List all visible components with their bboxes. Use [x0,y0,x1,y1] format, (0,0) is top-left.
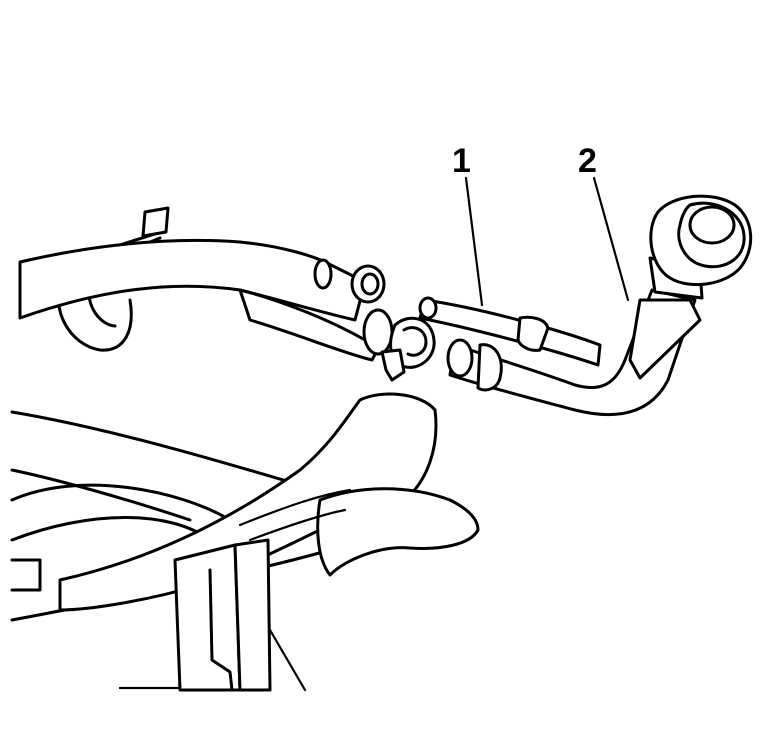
filler-neck-cap [628,194,753,380]
svg-text:2: 2 [578,142,597,180]
fuel-fill-pipes [418,288,697,417]
callout-1: 1 [452,142,484,307]
svg-text:1: 1 [452,142,471,180]
crossmember-bracket [58,392,480,612]
support-post [118,538,307,692]
callout-2: 2 [578,142,630,302]
filler-hose [18,238,394,362]
hose-clamps [380,316,436,382]
